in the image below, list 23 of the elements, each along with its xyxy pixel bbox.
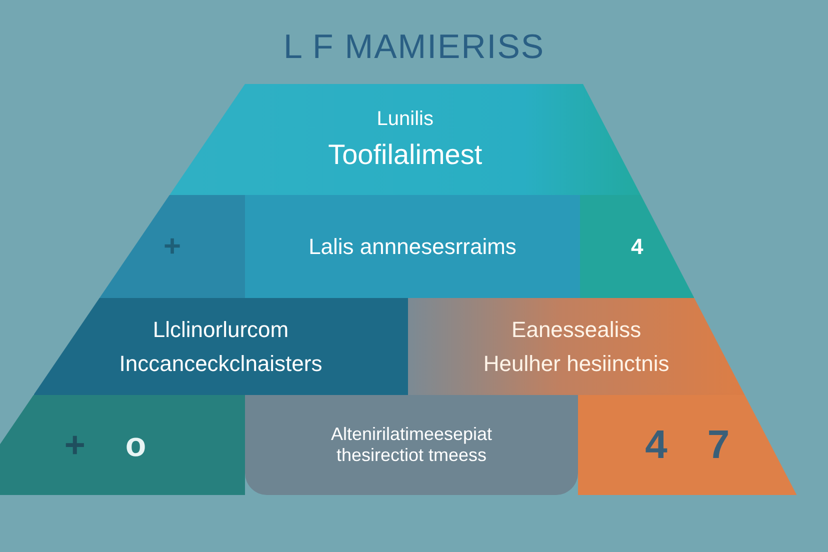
block-label: Heulher hesiinctnis [483,350,670,376]
block-label: Llclinorlurcom [152,316,289,342]
pyramid-block [408,298,745,395]
block-label: Eanessealiss [512,316,642,342]
pyramid-block [578,395,797,495]
block-label: Toofilalimest [328,139,482,171]
block-label: Lunilis [376,108,434,131]
block-label: 4 [645,422,668,468]
diagram-title: L F MAMIERISS [282,28,546,67]
block-label: Lalis annnesesrraims [308,234,516,260]
pyramid-block [99,195,245,298]
block-label: o [125,426,146,464]
pyramid-block [245,195,580,298]
block-label: + [163,230,181,264]
block-label: 7 [707,422,730,468]
block-label: 4 [631,234,644,260]
block-label: Inccanceckclnaisters [119,350,322,376]
pyramid-block [580,195,694,298]
pyramid-block [34,298,408,395]
pyramid-block [245,395,578,495]
block-label: + [64,424,86,466]
block-label: Altenirilatimeesepiat thesirectiot tmeess [330,424,494,466]
pyramid-block [0,395,245,495]
